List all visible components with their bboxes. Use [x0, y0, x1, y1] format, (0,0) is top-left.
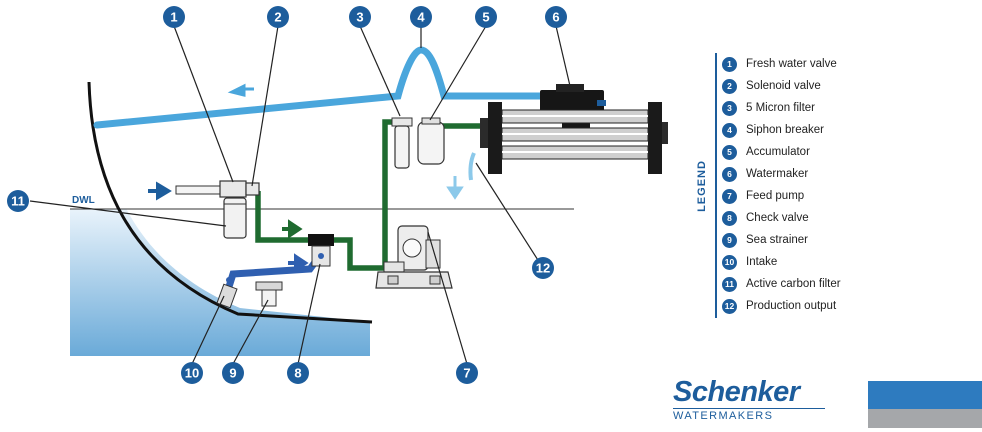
callout-10: 10: [181, 362, 203, 384]
legend-title: LEGEND: [690, 53, 714, 318]
legend: LEGEND 1 Fresh water valve 2 Solenoid valv…: [690, 53, 890, 318]
legend-item: 9 Sea strainer: [722, 229, 841, 251]
fresh-water-valve: [175, 180, 247, 198]
legend-item-label: Intake: [746, 256, 778, 268]
fresh-inlet-arrow-icon: [148, 181, 172, 201]
svg-text:1: 1: [170, 10, 177, 25]
sea-strainer: [255, 281, 283, 307]
schenker-logo: Schenker WATERMAKERS: [673, 377, 833, 422]
legend-item: 10 Intake: [722, 251, 841, 273]
legend-item-label: Accumulator: [746, 146, 810, 158]
legend-item: 5 Accumulator: [722, 141, 841, 163]
svg-text:7: 7: [463, 366, 470, 381]
legend-item-label: Siphon breaker: [746, 124, 824, 136]
legend-item: 1 Fresh water valve: [722, 53, 841, 75]
callout-12: 12: [532, 257, 554, 279]
svg-text:2: 2: [274, 10, 281, 25]
svg-text:8: 8: [294, 366, 301, 381]
legend-item-label: Production output: [746, 300, 837, 312]
legend-item: 8 Check valve: [722, 207, 841, 229]
svg-text:5: 5: [482, 10, 489, 25]
flow-arrows: [148, 83, 464, 273]
dwl-label: DWL: [72, 195, 95, 206]
legend-number-badge: 5: [722, 144, 737, 160]
check-valve: [308, 234, 334, 267]
callout-5: 5: [475, 6, 497, 28]
legend-item-label: 5 Micron filter: [746, 102, 816, 114]
accumulator: [417, 117, 445, 165]
product-pipe: [468, 152, 476, 181]
callout-6: 6: [545, 6, 567, 28]
legend-number-badge: 6: [722, 166, 737, 182]
fresh-water-pipe: [93, 46, 564, 129]
callout-1: 1: [163, 6, 185, 28]
callout-4: 4: [410, 6, 432, 28]
svg-text:10: 10: [185, 366, 199, 381]
legend-item-label: Active carbon filter: [746, 278, 841, 290]
legend-number-badge: 12: [722, 298, 737, 314]
callout-2: 2: [267, 6, 289, 28]
brand-band-grey: [868, 409, 982, 428]
callout-9: 9: [222, 362, 244, 384]
watermaker-unit: [480, 84, 668, 174]
legend-divider: [715, 53, 717, 318]
svg-text:6: 6: [552, 10, 559, 25]
callout-3: 3: [349, 6, 371, 28]
svg-text:3: 3: [356, 10, 363, 25]
fresh-flow-arrow-icon: [227, 83, 254, 97]
legend-number-badge: 11: [722, 276, 737, 292]
legend-list: 1 Fresh water valve 2 Solenoid valve 3 5 Mi…: [722, 53, 841, 317]
product-flow-arrow-icon: [446, 176, 464, 200]
legend-item: 6 Watermaker: [722, 163, 841, 185]
legend-item: 12 Production output: [722, 295, 841, 317]
legend-item-label: Sea strainer: [746, 234, 809, 246]
legend-item-label: Feed pump: [746, 190, 805, 202]
legend-item: 2 Solenoid valve: [722, 75, 841, 97]
legend-number-badge: 4: [722, 122, 737, 138]
legend-number-badge: 8: [722, 210, 737, 226]
logo-rule: [673, 408, 825, 409]
logo-subtitle: WATERMAKERS: [673, 410, 774, 422]
legend-item: 3 5 Micron filter: [722, 97, 841, 119]
leader-lines: [29, 25, 571, 365]
legend-item: 4 Siphon breaker: [722, 119, 841, 141]
legend-item-label: Watermaker: [746, 168, 809, 180]
legend-number-badge: 10: [722, 254, 737, 270]
legend-number-badge: 1: [722, 56, 737, 72]
hull-line: [87, 81, 373, 324]
legend-title-text: LEGEND: [696, 159, 708, 212]
active-carbon-filter: [223, 197, 247, 239]
feed-flow-arrow-icon: [282, 219, 303, 239]
legend-item-label: Check valve: [746, 212, 809, 224]
legend-number-badge: 3: [722, 100, 737, 116]
micron-filter: [391, 117, 413, 169]
intake-valve: [216, 277, 238, 309]
svg-text:4: 4: [417, 10, 425, 25]
legend-number-badge: 7: [722, 188, 737, 204]
legend-item-label: Solenoid valve: [746, 80, 821, 92]
feed-pump: [375, 225, 453, 289]
svg-text:12: 12: [536, 261, 550, 276]
logo-brand: Schenker: [673, 376, 800, 408]
callout-8: 8: [287, 362, 309, 384]
legend-number-badge: 2: [722, 78, 737, 94]
svg-text:9: 9: [229, 366, 236, 381]
callout-7: 7: [456, 362, 478, 384]
legend-item-label: Fresh water valve: [746, 58, 837, 70]
callout-11: 11: [7, 190, 29, 212]
intake-flow-arrow-icon: [288, 253, 309, 273]
brand-band-blue: [868, 381, 982, 409]
legend-item: 11 Active carbon filter: [722, 273, 841, 295]
legend-number-badge: 9: [722, 232, 737, 248]
legend-item: 7 Feed pump: [722, 185, 841, 207]
svg-text:11: 11: [11, 194, 25, 209]
